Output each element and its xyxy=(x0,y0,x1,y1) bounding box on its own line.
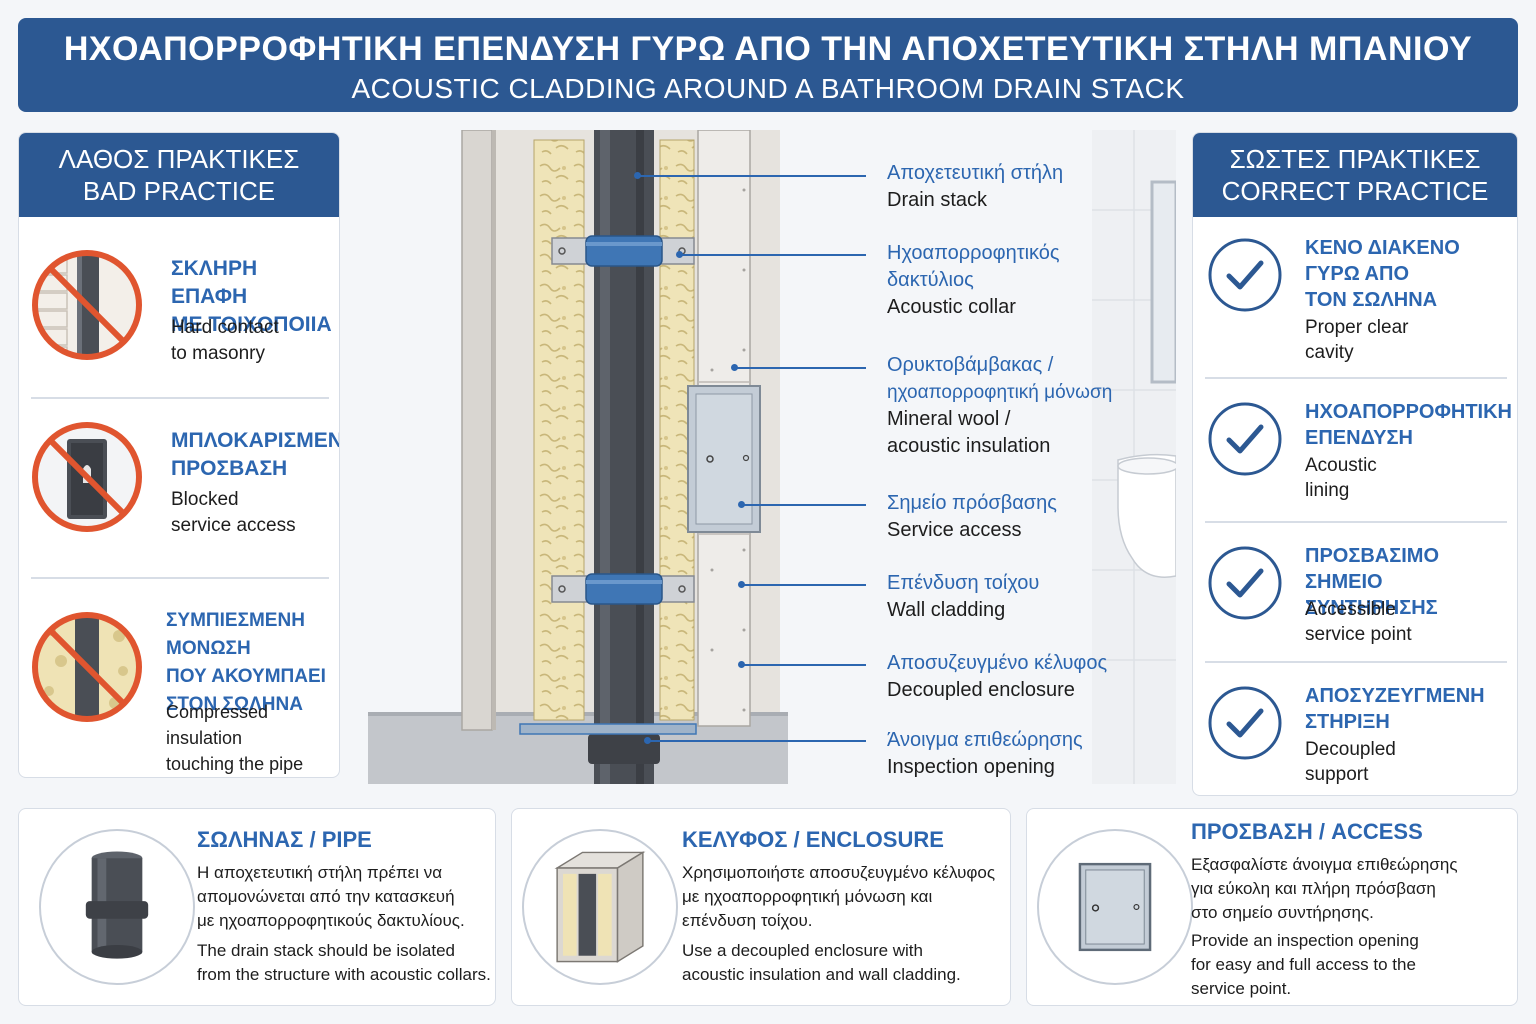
prohibited-masonry-icon xyxy=(32,250,142,360)
callout-mineral-wool: Ορυκτοβάμβακας / ηχοαπορροφητική μόνωση … xyxy=(887,354,1113,457)
callout-service-access: Σημείο πρόσβασης Service access xyxy=(887,492,1057,541)
divider xyxy=(1205,661,1507,663)
leader-dot xyxy=(738,661,745,668)
checkmark-icon xyxy=(1208,686,1282,760)
checkmark-icon xyxy=(1208,238,1282,312)
info-card-pipe: ΣΩΛΗΝΑΣ / PIPE Η αποχετευτική στήλη πρέπ… xyxy=(18,808,496,1006)
prohibited-access-icon xyxy=(32,422,142,532)
acoustic-collar-lower xyxy=(551,573,695,605)
acoustic-collar-upper xyxy=(551,235,695,267)
page-title-english: ACOUSTIC CLADDING AROUND A BATHROOM DRAI… xyxy=(351,73,1185,104)
correct-practice-heading: ΣΩΣΤΕΣ ΠΡΑΚΤΙΚΕΣ CORRECT PRACTICE xyxy=(1193,133,1517,217)
callout-wall-cladding: Επένδυση τοίχου Wall cladding xyxy=(887,572,1040,621)
pipe-illustration xyxy=(39,829,195,985)
callout-drain-stack: Αποχετευτική στήλη Drain stack xyxy=(887,162,1064,211)
callout-inspection-opening: Άνοιγμα επιθεώρησης Inspection opening xyxy=(887,729,1083,778)
bathroom-background xyxy=(1092,130,1176,784)
access-illustration xyxy=(1037,829,1193,985)
bad-practice-panel: ΛΑΘΟΣ ΠΡΑΚΤΙΚΕΣ BAD PRACTICE ΣΚΛΗΡΗ ΕΠΑΦ… xyxy=(18,132,340,778)
bad-practice-item-hard-contact: ΣΚΛΗΡΗ ΕΠΑΦΗ ΜΕ ΤΟΙΧΟΠΟΙΙΑ Hard contact … xyxy=(19,219,339,389)
leader-line xyxy=(742,664,866,666)
pipe-icon xyxy=(85,851,149,959)
leader-dot xyxy=(738,581,745,588)
enclosure-illustration xyxy=(522,829,678,985)
leader-line xyxy=(680,254,866,256)
callout-acoustic-collar: Ηχοαπορροφητικός δακτύλιος Acoustic coll… xyxy=(887,242,1060,318)
correct-practice-item-cavity: ΚΕΝΟ ΔΙΑΚΕΝΟ ΓΥΡΩ ΑΠΟ ΤΟΝ ΣΩΛΗΝΑ Proper … xyxy=(1193,219,1517,364)
leader-dot xyxy=(634,172,641,179)
mineral-wool-left xyxy=(533,139,585,721)
leader-dot xyxy=(644,737,651,744)
correct-practice-item-decoupled-support: ΑΠΟΣΥΖΕΥΓΜΕΝΗ ΣΤΗΡΙΞΗ Decoupled support xyxy=(1193,667,1517,795)
inspection-opening xyxy=(519,723,697,735)
leader-line xyxy=(742,504,866,506)
bad-practice-item-compressed-insulation: ΣΥΜΠΙΕΣΜΕΝΗ ΜΟΝΩΣΗ ΠΟΥ ΑΚΟΥΜΠΑΕΙ ΣΤΟΝ ΣΩ… xyxy=(19,579,339,774)
leader-line xyxy=(734,367,866,369)
leader-line xyxy=(648,740,866,742)
leader-dot xyxy=(676,251,683,258)
divider xyxy=(31,397,329,399)
divider xyxy=(1205,377,1507,379)
correct-practice-item-acoustic-lining: ΗΧΟΑΠΟΡΡΟΦΗΤΙΚΗ ΕΠΕΝΔΥΣΗ Acoustic lining xyxy=(1193,383,1517,528)
leader-dot xyxy=(738,501,745,508)
info-card-enclosure: ΚΕΛΥΦΟΣ / ENCLOSURE Χρησιμοποιήστε αποσυ… xyxy=(511,808,1011,1006)
left-cladding-board xyxy=(461,130,493,731)
access-panel-icon xyxy=(1078,862,1152,952)
drain-stack-section-diagram xyxy=(368,130,788,784)
bad-practice-item-blocked-access: ΜΠΛΟΚΑΡΙΣΜΕΝΗ ΠΡΟΣΒΑΣΗ Blocked service a… xyxy=(19,399,339,569)
correct-practice-item-service-point: ΠΡΟΣΒΑΣΙΜΟ ΣΗΜΕΙΟ ΣΥΝΤΗΡΗΣΗΣ Accessible … xyxy=(1193,527,1517,672)
prohibited-insulation-icon xyxy=(32,612,142,722)
leader-dot xyxy=(731,364,738,371)
divider xyxy=(1205,521,1507,523)
correct-practice-panel: ΣΩΣΤΕΣ ΠΡΑΚΤΙΚΕΣ CORRECT PRACTICE ΚΕΝΟ Δ… xyxy=(1192,132,1518,796)
page-title-greek: ΗΧΟΑΠΟΡΡΟΦΗΤΙΚΗ ΕΠΕΝΔΥΣΗ ΓΥΡΩ ΑΠΟ ΤΗΝ ΑΠ… xyxy=(63,30,1473,68)
checkmark-icon xyxy=(1208,546,1282,620)
enclosure-box-icon xyxy=(554,851,646,963)
leader-line xyxy=(638,175,866,177)
title-banner: ΗΧΟΑΠΟΡΡΟΦΗΤΙΚΗ ΕΠΕΝΔΥΣΗ ΓΥΡΩ ΑΠΟ ΤΗΝ ΑΠ… xyxy=(18,18,1518,112)
info-card-access: ΠΡΟΣΒΑΣΗ / ACCESS Εξασφαλίστε άνοιγμα επ… xyxy=(1026,808,1518,1006)
divider xyxy=(31,577,329,579)
checkmark-icon xyxy=(1208,402,1282,476)
callout-decoupled-enclosure: Αποσυζευγμένο κέλυφος Decoupled enclosur… xyxy=(887,652,1108,701)
leader-line xyxy=(742,584,866,586)
bad-practice-heading: ΛΑΘΟΣ ΠΡΑΚΤΙΚΕΣ BAD PRACTICE xyxy=(19,133,339,217)
